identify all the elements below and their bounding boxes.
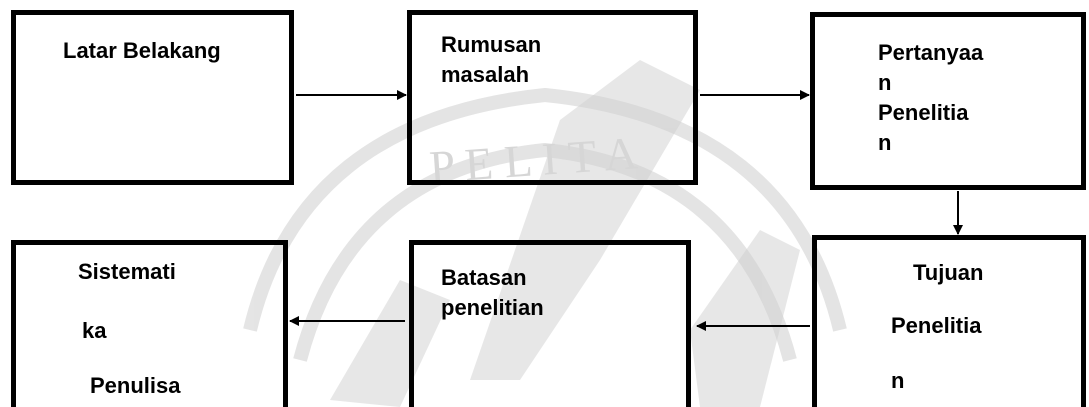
pertanyaan-line-2: n [878,70,892,95]
sistematika-line-3: Penulisa [90,373,181,398]
batasan-line-1: Batasan [441,265,527,290]
pertanyaan-line-3: Penelitia [878,100,969,125]
rumusan-masalah-line-1: Rumusan [441,32,542,57]
box-latar-belakang [11,10,294,185]
sistematika-line-2: ka [82,318,107,343]
tujuan-line-3: n [891,368,905,393]
box-batasan-penelitian [409,240,691,407]
tujuan-line-2: Penelitia [891,313,982,338]
box-rumusan-masalah [407,10,698,185]
box-sistematika-penulisan [11,240,288,407]
box-tujuan-penelitian [812,235,1086,407]
batasan-line-2: penelitian [441,295,544,320]
latar-belakang-line-1: Latar Belakang [63,38,221,63]
pertanyaan-line-4: n [878,130,892,155]
tujuan-line-1: Tujuan [913,260,984,285]
rumusan-masalah-line-2: masalah [441,62,530,87]
sistematika-line-1: Sistemati [78,259,176,284]
box-pertanyaan-penelitian [810,12,1086,190]
pertanyaan-line-1: Pertanyaa [878,40,984,65]
